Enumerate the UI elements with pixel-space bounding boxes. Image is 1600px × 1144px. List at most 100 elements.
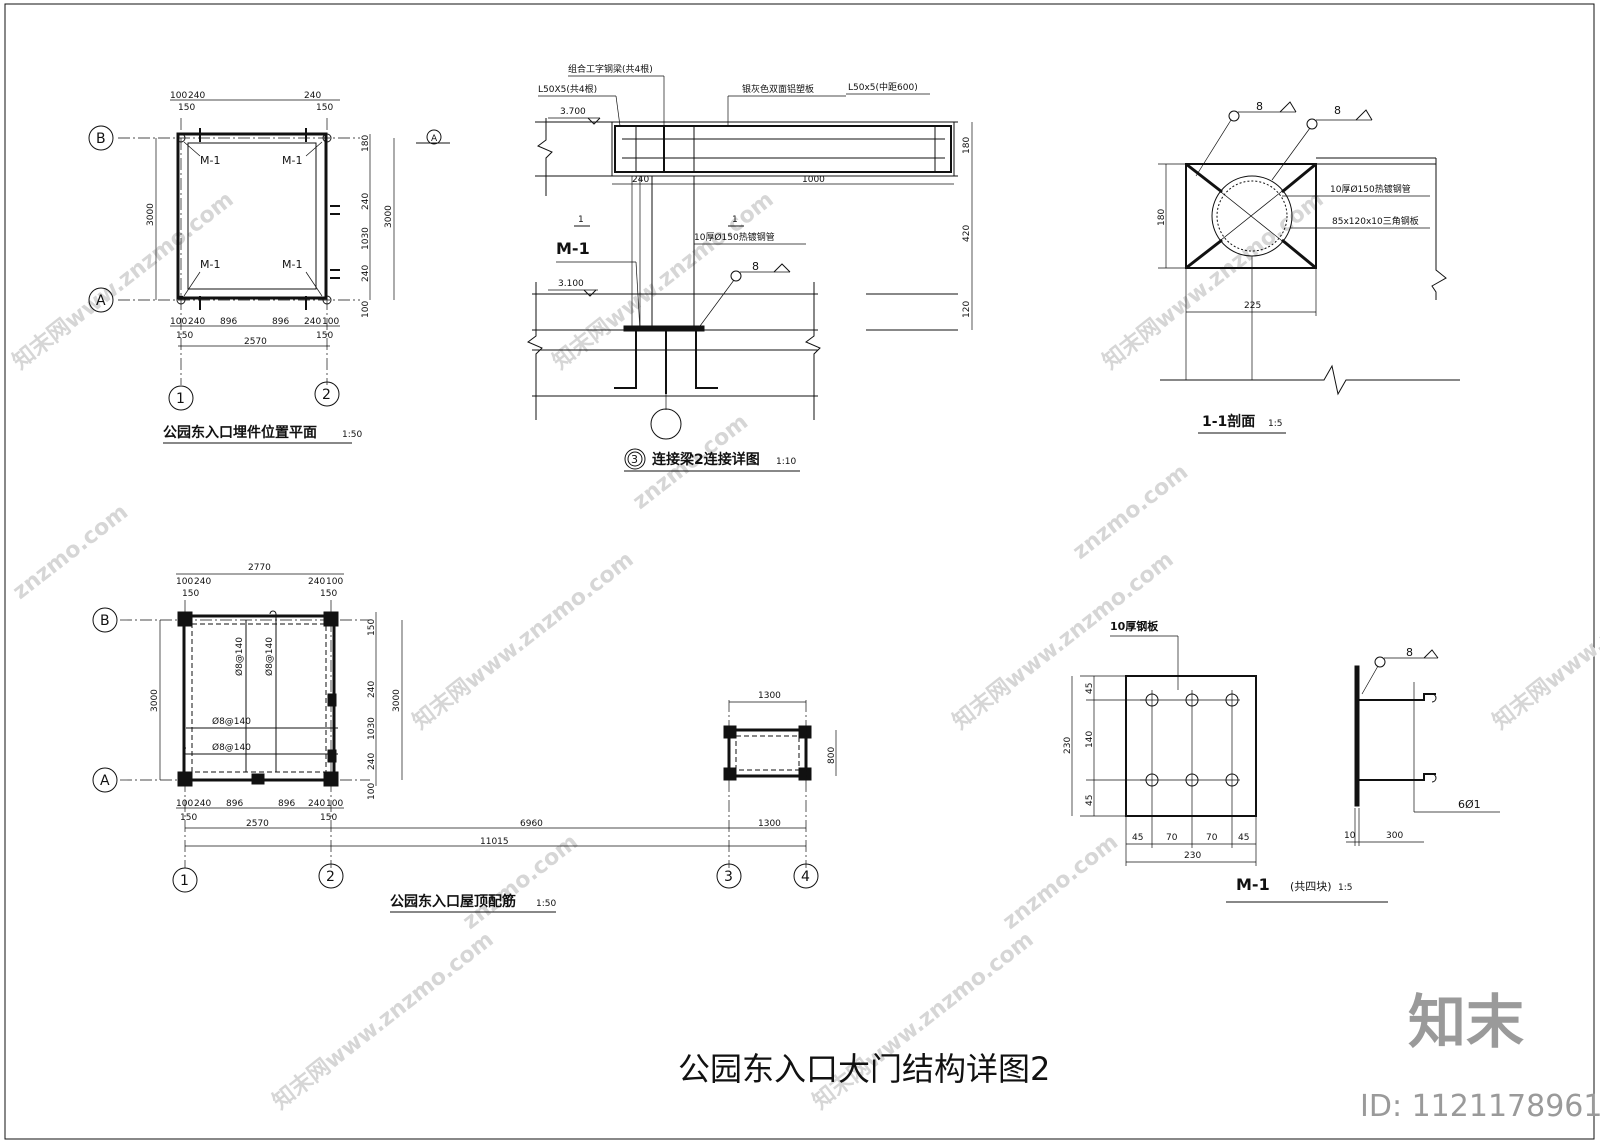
dim-text: 120 [962,301,972,318]
detail-beam-connection: 3.700 组合工字钢梁(共4根) L50X5(共4根) 银灰色双面铝塑板 L5… [527,63,973,472]
dim-text: 150 [320,813,337,823]
label-pipe: 10厚Ø150热镀钢管 [694,231,775,243]
weld-size: 8 [1406,646,1413,659]
dim-text: 100 [170,317,187,327]
dim-text: 100 [361,301,371,318]
dim-text: 150 [182,589,199,599]
label-angle2: L50x5(中距600) [848,81,918,93]
watermark-layer: 知末网www.znzmo.com 知末网www.znzmo.com 知末网www… [8,186,1600,1114]
section-mark: 1 [578,215,584,225]
embed-corner [176,133,186,143]
dim-text: 240 [194,799,211,809]
dim-text: 100 [326,577,343,587]
label-plate: 10厚钢板 [1110,619,1159,633]
dim-text: 70 [1166,833,1178,843]
dim-text: 2770 [248,563,271,573]
embed-corner [322,133,332,143]
column-block [177,771,193,787]
column-block [798,767,812,781]
wall-outline [176,132,328,300]
small-frame [727,728,808,778]
weld-flag [1279,101,1297,113]
rebar-label: Ø8@140 [212,716,251,727]
dim-text: 150 [367,619,377,636]
rebar-label: Ø8@140 [264,637,275,676]
weld-flag [1355,109,1373,121]
embed-corner [176,295,186,305]
plate-side [1354,665,1360,807]
section11-scale: 1:5 [1268,419,1282,429]
axis-label-b: B [100,613,110,629]
dim-text: 150 [316,103,333,113]
elev-top: 3.700 [560,107,586,117]
wall-inner [187,142,317,290]
detail-number-circle [624,448,646,470]
stiffener-plate [1281,162,1317,194]
dim-text: 100 [322,317,339,327]
axis-bubble-1 [168,385,194,411]
label-panel: 银灰色双面铝塑板 [742,83,814,95]
rebar-label: Ø8@140 [212,742,251,753]
stiffener-plate [1185,238,1223,270]
anchor-bar [1359,773,1436,781]
leader-line [183,141,201,157]
column-block [327,749,337,763]
dim-text: 896 [226,799,243,809]
dim-text: 45 [1085,795,1095,806]
column-block [323,771,339,787]
leader-line [305,141,323,157]
leader-line [183,271,201,297]
sheet-border [4,3,1595,1140]
break-line [537,118,553,196]
weld-circle [1306,118,1318,130]
roof-inner [191,623,327,773]
m1-subtitle: (共四块) [1290,880,1332,893]
weld-circle [1228,110,1240,122]
embed-corner [322,295,332,305]
dim-text: 150 [320,589,337,599]
dim-text: 240 [367,681,377,698]
rebar-hook [1431,693,1437,703]
watermark-text: 知末网www.znzmo.com [948,546,1179,734]
rebar-hook [182,747,187,755]
dim-text: 100 [170,91,187,101]
break-line [1160,364,1460,396]
rebar-hook [269,610,277,615]
weld-leader [1361,665,1379,695]
dim-text: 6960 [520,819,543,829]
section-mark: 1 [732,215,738,225]
weld-size: 8 [1334,104,1341,117]
dim-text: 240 [361,265,371,282]
weld-leader [699,279,735,327]
rebar-label: Ø8@140 [234,637,245,676]
label-m1: M-1 [556,239,590,258]
dim-text: 1300 [758,691,781,701]
weld-size: 8 [752,260,759,273]
weld-flag [773,263,791,273]
axis-label-1: 1 [180,873,189,889]
watermark-text: 知末网www.znzmo.com [8,186,239,374]
leader-line [635,261,641,331]
column-block [323,611,339,627]
label-angle: L50X5(共4根) [538,83,597,95]
axis-label-4: 4 [801,869,810,885]
dim-text: 3000 [146,203,156,226]
label-ibeam: 组合工字钢梁(共4根) [568,63,653,75]
dim-text: 150 [316,331,333,341]
beam-box [611,121,955,177]
elev-marker [583,289,597,297]
weld-flag [1423,649,1439,659]
dim-text: 45 [1085,683,1095,694]
detail3-scale: 1:10 [776,457,796,467]
dim-text: 180 [1157,209,1167,226]
dim-text: 240 [188,317,205,327]
label-plate: 85x120x10三角钢板 [1332,215,1419,227]
dim-text: 1300 [758,819,781,829]
dim-text: 45 [1132,833,1143,843]
break-line [527,282,543,420]
embed-label: M-1 [200,258,220,271]
dim-text: 150 [178,103,195,113]
brand-logo: 知末 [1408,988,1524,1056]
dim-text: 2570 [246,819,269,829]
dim-text: 300 [1386,831,1403,841]
